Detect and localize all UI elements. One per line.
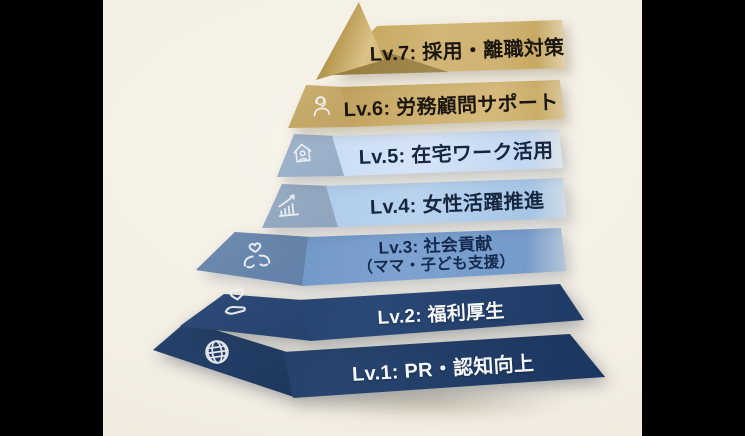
hand-holding-heart-icon — [218, 283, 258, 323]
pyramid-level-3 — [190, 224, 580, 290]
level-4-front-face — [326, 178, 567, 227]
home-worker-icon — [288, 138, 318, 168]
hands-holding-heart-icon — [237, 236, 275, 274]
pyramid-level-6 — [280, 76, 580, 132]
pyramid-level-1 — [145, 318, 615, 402]
pyramid-level-4 — [255, 175, 575, 232]
consultant-headset-icon — [306, 91, 337, 122]
pyramid-level-2 — [172, 278, 592, 346]
growth-chart-icon — [272, 189, 305, 222]
level-3-front-face — [301, 228, 566, 286]
level-6-front-face — [340, 79, 565, 128]
globe-icon — [200, 335, 234, 369]
pyramid-level-5 — [270, 126, 570, 180]
level-3-label: Lv.3: 社会貢献 （ママ・子ども支援） — [356, 233, 516, 278]
level-5-front-face — [332, 129, 564, 177]
